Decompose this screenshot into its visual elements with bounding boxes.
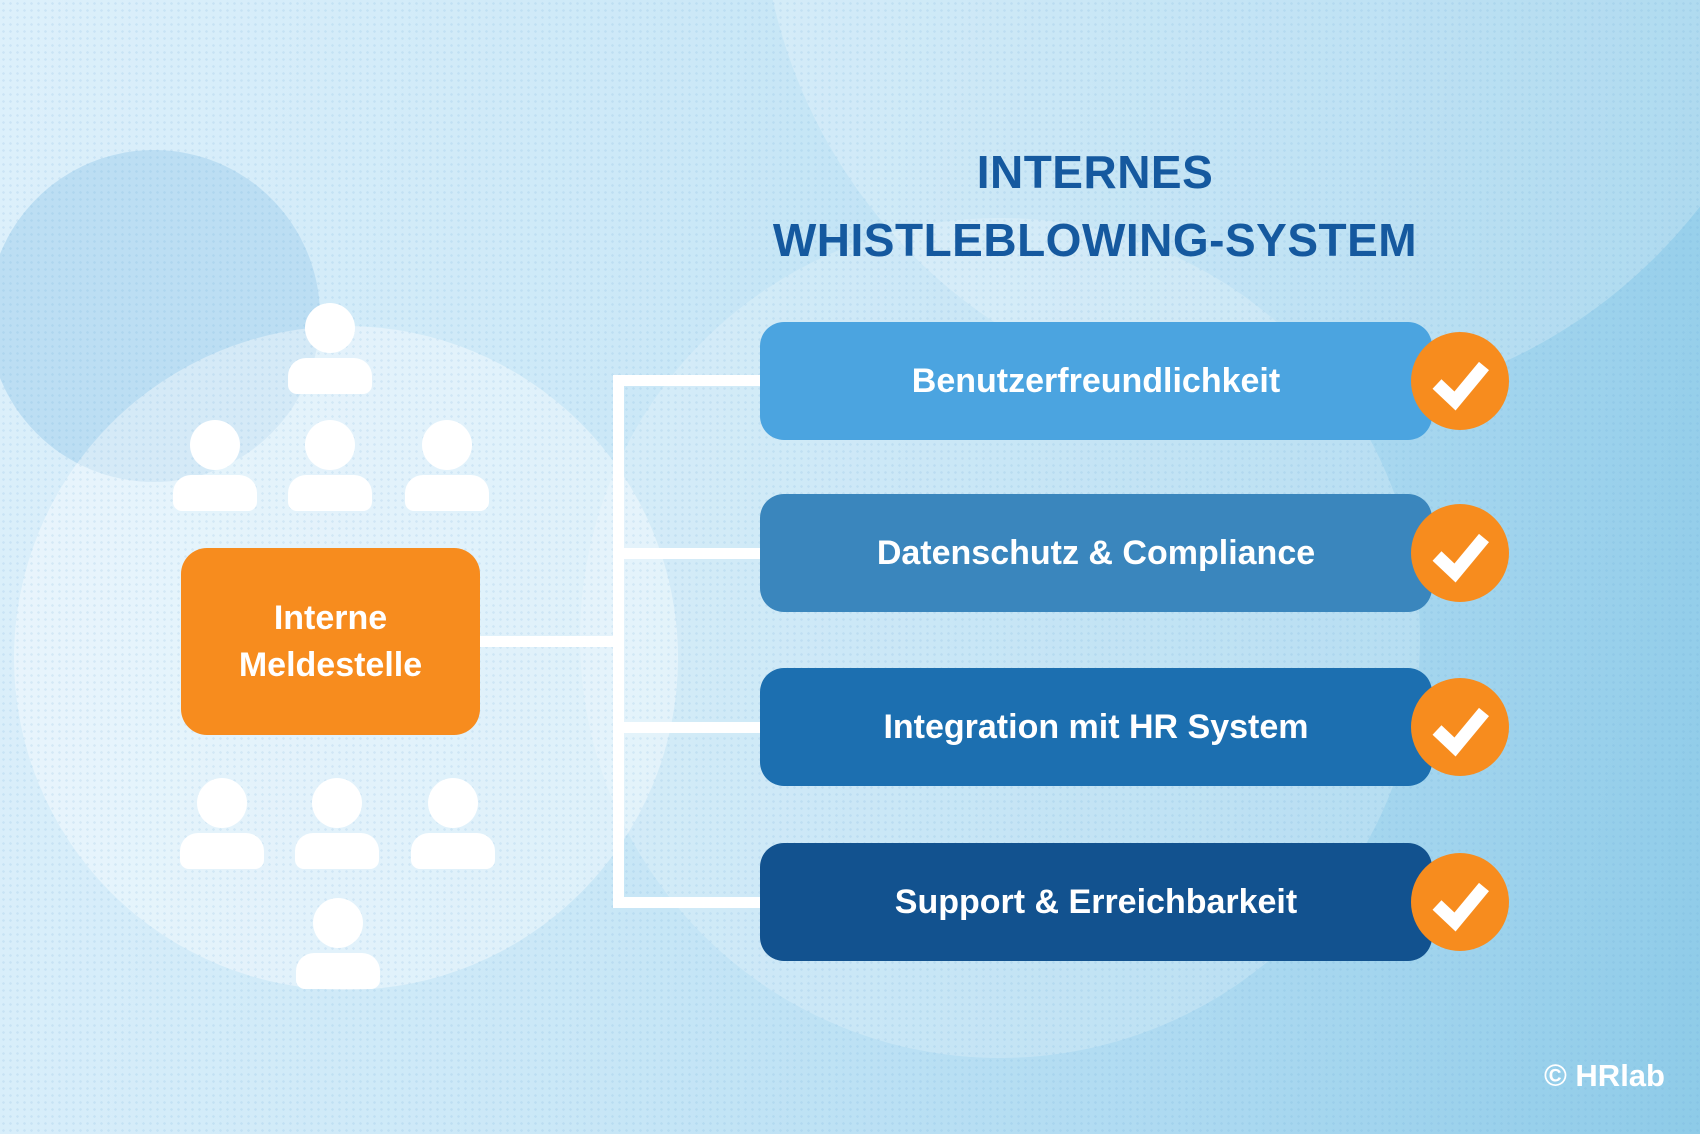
person-head: [313, 898, 363, 948]
person-head: [305, 303, 355, 353]
person-icon: [296, 898, 380, 989]
check-badge: [1411, 332, 1509, 430]
feature-bar-datenschutz-compliance: Datenschutz & Compliance: [760, 494, 1509, 612]
person-torso: [411, 833, 495, 869]
person-icon: [180, 778, 264, 869]
person-torso: [405, 475, 489, 511]
person-torso: [180, 833, 264, 869]
connector-branch-3: [613, 722, 760, 733]
person-torso: [288, 475, 372, 511]
connector-stem: [474, 636, 620, 647]
page-title: INTERNES WHISTLEBLOWING-SYSTEM: [595, 138, 1595, 274]
feature-bar-benutzerfreundlichkeit: Benutzerfreundlichkeit: [760, 322, 1509, 440]
feature-bar-label: Integration mit HR System: [883, 707, 1309, 746]
person-icon: [173, 420, 257, 511]
feature-bar-label: Support & Erreichbarkeit: [894, 882, 1298, 921]
feature-bar-support-erreichbarkeit: Support & Erreichbarkeit: [760, 843, 1509, 961]
person-head: [422, 420, 472, 470]
person-head: [428, 778, 478, 828]
check-badge: [1411, 504, 1509, 602]
copyright-credit: © HRlab: [1543, 1058, 1665, 1093]
person-icon: [288, 420, 372, 511]
connector-branch-4: [613, 897, 760, 908]
checkmark-icon: [1432, 882, 1490, 932]
person-head: [197, 778, 247, 828]
person-torso: [295, 833, 379, 869]
person-torso: [288, 358, 372, 394]
page-title-line2: WHISTLEBLOWING-SYSTEM: [772, 214, 1418, 266]
page-title-line1: INTERNES: [976, 146, 1214, 198]
person-head: [312, 778, 362, 828]
person-icon: [295, 778, 379, 869]
feature-bar-label: Benutzerfreundlichkeit: [911, 361, 1281, 400]
background-circle: [0, 150, 320, 482]
person-torso: [173, 475, 257, 511]
checkmark-icon: [1432, 707, 1490, 757]
person-torso: [296, 953, 380, 989]
person-head: [190, 420, 240, 470]
source-node-line2: Meldestelle: [238, 645, 423, 684]
person-icon: [288, 303, 372, 394]
connector-branch-2: [613, 548, 760, 559]
person-icon: [405, 420, 489, 511]
feature-bar-label: Datenschutz & Compliance: [876, 533, 1316, 572]
source-node-interne-meldestelle: Interne Meldestelle: [181, 548, 480, 735]
connector-trunk: [613, 375, 624, 908]
check-badge: [1411, 853, 1509, 951]
feature-bar-integration-hr-system: Integration mit HR System: [760, 668, 1509, 786]
source-node-line1: Interne: [273, 598, 388, 637]
checkmark-icon: [1432, 361, 1490, 411]
connector-branch-1: [613, 375, 760, 386]
person-icon: [411, 778, 495, 869]
check-badge: [1411, 678, 1509, 776]
person-head: [305, 420, 355, 470]
checkmark-icon: [1432, 533, 1490, 583]
